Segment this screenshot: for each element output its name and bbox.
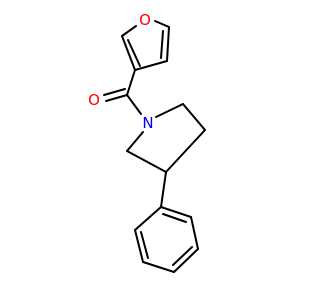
bond-furan-c4-c5-double <box>160 30 164 59</box>
bond-c3-carbonyl <box>126 69 136 96</box>
bond-c4-c5 <box>126 150 167 173</box>
bond-furan-c2-c3 <box>121 35 136 71</box>
bond-ph-5-6 <box>190 216 199 250</box>
pyrrolidine-ring <box>126 103 206 173</box>
bond-ph-1-2 <box>134 206 162 231</box>
bond-c3-c4 <box>165 129 206 173</box>
furan-ring <box>121 20 170 71</box>
bond-ph-2-3-double <box>140 231 149 259</box>
bond-ph-4-5-double <box>172 246 193 266</box>
carbonyl-oxygen-label: O <box>88 91 100 109</box>
bond-ph-6-1-double <box>162 213 187 223</box>
bond-n-c2 <box>155 103 184 118</box>
bond-c5-n <box>126 131 144 152</box>
bond-furan-c4-c5 <box>166 26 170 62</box>
molecule-drawing: O O N <box>88 11 206 273</box>
nitrogen-label: N <box>142 114 153 132</box>
structure-diagram: O O N <box>88 11 206 273</box>
bond-c2-c3 <box>182 103 206 131</box>
bond-ph-3-4 <box>142 261 175 273</box>
bond-ph-4-5 <box>173 248 199 273</box>
bond-furan-c3-c4 <box>134 60 168 71</box>
bond-carbonyl-n <box>126 94 142 115</box>
phenyl-ring <box>134 171 199 273</box>
bond-furan-o-c2 <box>121 25 137 37</box>
bond-carbonyl-double-b <box>103 88 126 96</box>
bond-furan-c2-c3-double <box>127 39 141 67</box>
bond-c4-phenyl <box>160 171 167 208</box>
bond-ph-2-3 <box>134 229 144 263</box>
bond-carbonyl-double-a <box>105 94 128 102</box>
bond-furan-c5-o <box>154 20 170 28</box>
furan-oxygen-label: O <box>139 11 151 29</box>
bond-ph-6-1 <box>160 206 192 218</box>
carbonyl-group <box>103 69 142 115</box>
